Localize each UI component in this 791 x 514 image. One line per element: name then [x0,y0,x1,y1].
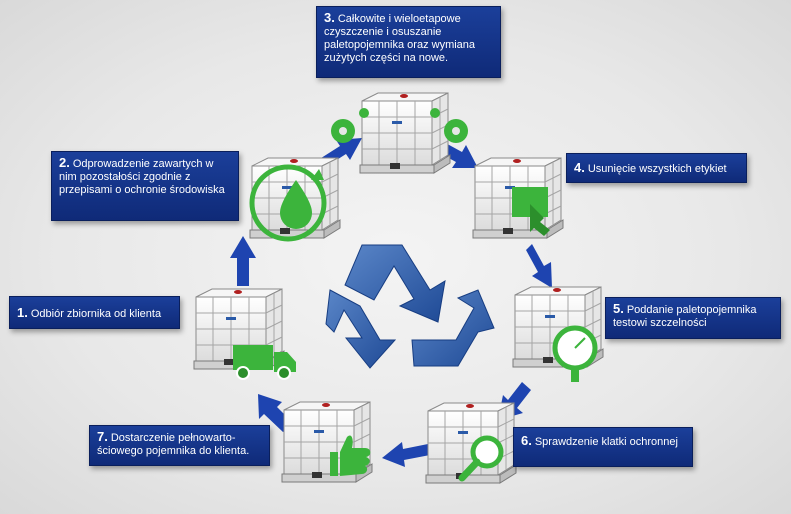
step-number-3: 3. [324,10,335,25]
step-box-3: 3.Całkowite i wieloetapowe czyszczenie i… [316,6,501,78]
step-text-7: Dostarczenie pełnowarto-ściowego pojemni… [97,432,250,457]
thumbs-up-icon [330,435,371,476]
step-number-1: 1. [17,305,28,320]
pressure-gauge-icon [552,325,598,382]
recycle-icon [325,244,495,369]
step-text-3: Całkowite i wieloetapowe czyszczenie i o… [324,13,476,64]
step-box-5: 5.Poddanie paletopojemnika testowi szcze… [605,297,781,339]
step-box-1: 1.Odbiór zbiornika od klienta [9,296,180,329]
water-drop-icon [249,164,327,242]
step-box-7: 7.Dostarczenie pełnowarto-ściowego pojem… [89,425,270,466]
step-box-6: 6.Sprawdzenie klatki ochronnej [513,427,693,467]
step-number-7: 7. [97,429,108,444]
step-text-1: Odbiór zbiornika od klienta [30,308,162,320]
step-box-4: 4.Usunięcie wszystkich etykiet [566,153,747,183]
step-number-4: 4. [574,160,585,175]
step-number-2: 2. [59,155,70,170]
step-text-4: Usunięcie wszystkich etykiet [587,163,727,175]
step-box-2: 2.Odprowadzenie zawartych w nim pozostał… [51,151,239,221]
label-icon [512,187,550,236]
arrow-6-7 [382,442,430,467]
step-number-5: 5. [613,301,624,316]
truck-icon [233,345,296,380]
ibc-container-3 [359,92,451,174]
arrow-4-5 [526,244,552,288]
step-text-5: Poddanie paletopojemnika testowi szczeln… [613,304,757,329]
arrow-1-2 [230,236,256,286]
step-number-6: 6. [521,433,532,448]
gears-icon [331,108,468,143]
step-text-6: Sprawdzenie klatki ochronnej [534,436,678,448]
step-text-2: Odprowadzenie zawartych w nim pozostałoś… [59,158,225,196]
magnifier-icon [458,435,504,482]
